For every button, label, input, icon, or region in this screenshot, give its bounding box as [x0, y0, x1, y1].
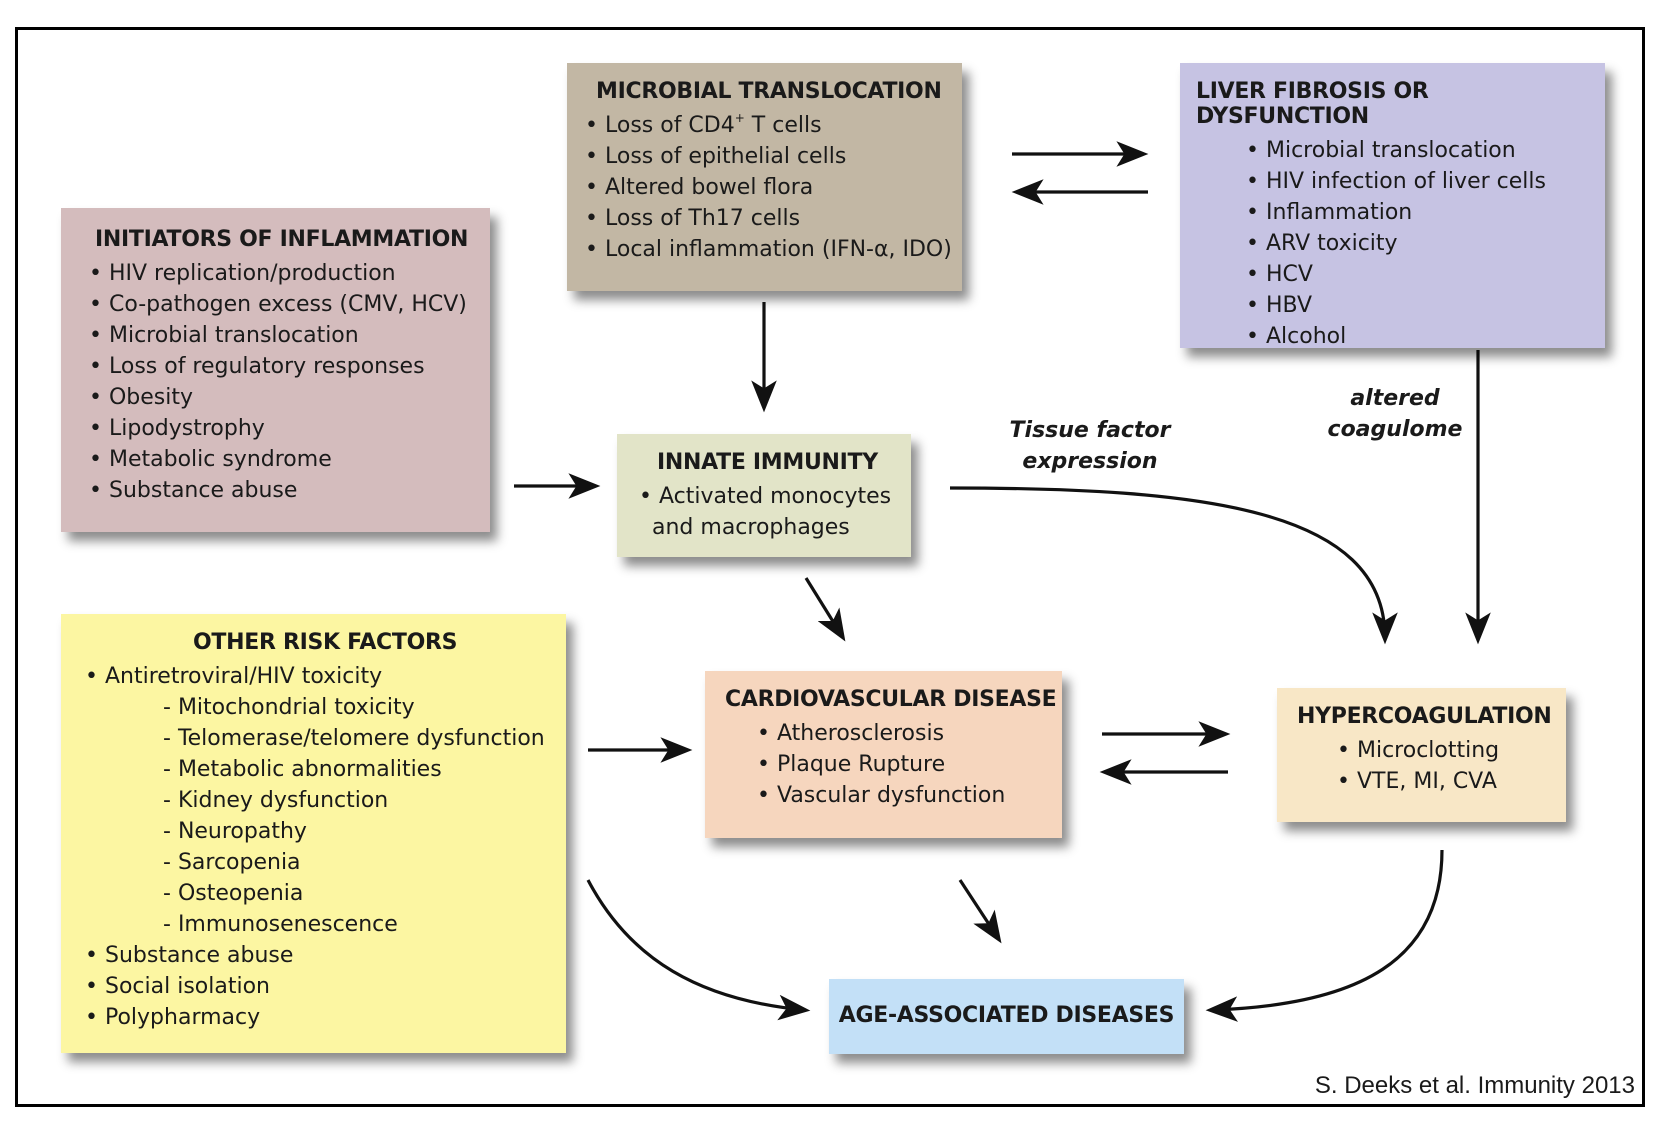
- list-item: Metabolic abnormalities: [85, 754, 566, 785]
- list-item: Plaque Rupture: [757, 749, 1062, 780]
- list-item: Local inflammation (IFN-α, IDO): [585, 234, 962, 265]
- list-item: Vascular dysfunction: [757, 780, 1062, 811]
- list-item: Co-pathogen excess (CMV, HCV): [89, 289, 490, 320]
- arrow-innate-to-cardio: [804, 577, 846, 642]
- list-item: Loss of regulatory responses: [89, 351, 490, 382]
- other-risk-factors-list: Antiretroviral/HIV toxicity Mitochondria…: [85, 661, 566, 1033]
- label-tissue-factor-expression: Tissue factor expression: [1009, 418, 1171, 474]
- list-item: Sarcopenia: [85, 847, 566, 878]
- list-item: Microclotting: [1337, 735, 1566, 766]
- list-item: HBV: [1246, 290, 1605, 321]
- microbial-translocation-box: MICROBIAL TRANSLOCATION Loss of CD4+ T c…: [567, 63, 962, 291]
- list-item: Substance abuse: [85, 940, 566, 971]
- citation: S. Deeks et al. Immunity 2013: [1314, 1072, 1635, 1099]
- list-item: Alcohol: [1246, 321, 1605, 352]
- list-item: Altered bowel flora: [585, 172, 962, 203]
- innate-immunity-title: INNATE IMMUNITY: [657, 450, 878, 475]
- arrow-other-to-age: [586, 879, 811, 1021]
- list-item: Loss of Th17 cells: [585, 203, 962, 234]
- list-item: Loss of CD4+ T cells: [585, 110, 962, 141]
- list-item: Obesity: [89, 382, 490, 413]
- list-item: Microbial translocation: [89, 320, 490, 351]
- arrow-innate-to-hyper: [949, 486, 1398, 645]
- list-item: Polypharmacy: [85, 1002, 566, 1033]
- list-item: Antiretroviral/HIV toxicity: [85, 661, 566, 692]
- microbial-translocation-list: Loss of CD4+ T cells Loss of epithelial …: [585, 110, 962, 265]
- list-item: Lipodystrophy: [89, 413, 490, 444]
- list-item: Activated monocytes: [639, 481, 911, 512]
- list-item: ARV toxicity: [1246, 228, 1605, 259]
- arrow-cardio-to-age: [958, 879, 1002, 944]
- figure-frame: [15, 27, 1645, 1107]
- list-item: and macrophages: [652, 515, 850, 540]
- list-item: Immunosenescence: [85, 909, 566, 940]
- list-item: Neuropathy: [85, 816, 566, 847]
- list-item: Social isolation: [85, 971, 566, 1002]
- cardiovascular-disease-box: CARDIOVASCULAR DISEASE Atherosclerosis P…: [705, 671, 1062, 838]
- list-item: Osteopenia: [85, 878, 566, 909]
- other-risk-factors-box: OTHER RISK FACTORS Antiretroviral/HIV to…: [61, 614, 566, 1053]
- cardiovascular-disease-title: CARDIOVASCULAR DISEASE: [725, 687, 1057, 712]
- list-item: Microbial translocation: [1246, 135, 1605, 166]
- list-item: Substance abuse: [89, 475, 490, 506]
- list-item: VTE, MI, CVA: [1337, 766, 1566, 797]
- list-item: HCV: [1246, 259, 1605, 290]
- list-item: Telomerase/telomere dysfunction: [85, 723, 566, 754]
- age-associated-diseases-box: AGE-ASSOCIATED DISEASES: [829, 979, 1184, 1054]
- cardiovascular-disease-list: Atherosclerosis Plaque Rupture Vascular …: [757, 718, 1062, 811]
- list-item: Metabolic syndrome: [89, 444, 490, 475]
- age-associated-diseases-title: AGE-ASSOCIATED DISEASES: [838, 1003, 1175, 1028]
- other-risk-factors-title: OTHER RISK FACTORS: [193, 630, 458, 655]
- hypercoagulation-title: HYPERCOAGULATION: [1297, 704, 1552, 729]
- initiators-of-inflammation-box: INITIATORS OF INFLAMMATION HIV replicati…: [61, 208, 490, 532]
- innate-immunity-box: INNATE IMMUNITY Activated monocytes and …: [617, 434, 911, 557]
- list-item: HIV infection of liver cells: [1246, 166, 1605, 197]
- list-item: Inflammation: [1246, 197, 1605, 228]
- initiators-list: HIV replication/production Co-pathogen e…: [89, 258, 490, 506]
- liver-fibrosis-box: LIVER FIBROSIS OR DYSFUNCTION Microbial …: [1180, 63, 1605, 349]
- arrow-hyper-to-age: [1205, 849, 1444, 1022]
- hypercoagulation-box: HYPERCOAGULATION Microclotting VTE, MI, …: [1277, 688, 1566, 822]
- list-item: Atherosclerosis: [757, 718, 1062, 749]
- liver-fibrosis-title: LIVER FIBROSIS OR DYSFUNCTION: [1196, 79, 1429, 129]
- microbial-translocation-title: MICROBIAL TRANSLOCATION: [596, 79, 942, 104]
- list-item: Loss of epithelial cells: [585, 141, 962, 172]
- list-item: Mitochondrial toxicity: [85, 692, 566, 723]
- hypercoagulation-list: Microclotting VTE, MI, CVA: [1337, 735, 1566, 797]
- liver-fibrosis-list: Microbial translocation HIV infection of…: [1246, 135, 1605, 352]
- list-item: Kidney dysfunction: [85, 785, 566, 816]
- innate-immunity-list: Activated monocytes and macrophages: [639, 481, 911, 543]
- initiators-title: INITIATORS OF INFLAMMATION: [95, 227, 469, 252]
- list-item: HIV replication/production: [89, 258, 490, 289]
- label-altered-coagulome: altered coagulome: [1327, 386, 1463, 442]
